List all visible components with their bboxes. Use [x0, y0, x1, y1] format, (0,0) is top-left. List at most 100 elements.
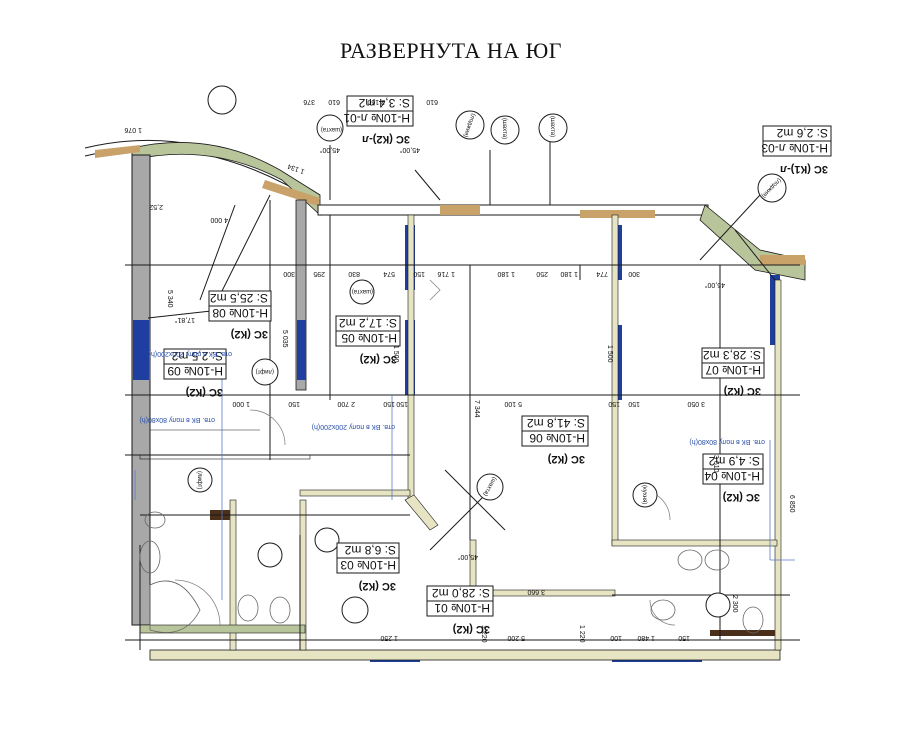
bubble-9 [187, 467, 213, 493]
room-number: Н-10№ 06 [529, 431, 585, 445]
bubble-3 [455, 110, 485, 140]
room-number: Н-10№ л-03 [761, 141, 828, 155]
dim-label: 100 [610, 634, 622, 641]
fixtures [139, 511, 764, 634]
plan-title: РАЗВЕРНУТА НА ЮГ [340, 38, 562, 63]
dim-label: 5 200 [507, 634, 525, 641]
bubble-text: (лифт) [196, 471, 202, 489]
dim-label: 5 035 [281, 330, 288, 348]
room-area: S: 28,3 m2 [703, 348, 761, 362]
dim-label: 150 [288, 400, 300, 407]
dim-label: 150 [678, 634, 690, 641]
dim-label: 1 500 [606, 345, 613, 363]
dim-label: 774 [596, 270, 608, 277]
room-area: S: 17,2 m2 [339, 316, 397, 330]
curved-balcony [84, 139, 321, 216]
dim-label: 150 [608, 400, 620, 407]
room-type: 3С (К2) [359, 353, 397, 365]
room-number: Н-10№ 09 [167, 364, 223, 378]
room-type: 3С (К2)-л [362, 133, 410, 145]
dim-label: 150 [628, 400, 640, 407]
bubble-14 [632, 482, 658, 508]
bubble-15 [705, 592, 731, 618]
dim-label: 574 [383, 270, 395, 277]
room-type: 3С (К2) [722, 491, 760, 503]
bubble-text: (шахта) [549, 116, 555, 137]
dim-label: 830 [348, 270, 360, 277]
room-label-r04: 3С (К2)Н-10№ 04S: 4,9 m2 [702, 453, 764, 503]
room-area: S: 6,8 m2 [344, 543, 396, 557]
dim-label: 2 700 [337, 400, 355, 407]
bubble-7 [349, 279, 375, 305]
dim-label: 150 [413, 270, 425, 277]
room-number: Н-10№ 08 [212, 306, 268, 320]
room-label-r06: 3С (К2)Н-10№ 06S: 41,8 m2 [521, 415, 589, 465]
angle-label: 45,00° [457, 553, 478, 561]
room-label-r03: 3С (К1)-лН-10№ л-03S: 2,6 m2 [761, 125, 832, 175]
room-type: 3С (К2) [358, 580, 396, 592]
bubble-text: (шахта) [352, 288, 373, 294]
dim-label: 1 180 [497, 270, 515, 277]
dim-label: 1 134 [287, 162, 306, 175]
room-area: S: 2,6 m2 [776, 126, 828, 140]
note-text: отв. ВК в полу 80х80(h) [689, 438, 765, 445]
bubble-1 [207, 85, 237, 115]
dim-label: 2 160 [367, 98, 385, 105]
dim-label: 1 220 [480, 625, 487, 643]
room-number: Н-10№ 01 [434, 601, 490, 615]
angle-label: 45,00° [704, 281, 725, 289]
dim-label: 3 660 [527, 588, 545, 595]
dim-label: 2,52 [149, 203, 163, 210]
room-label-r01: 3С (К2)-л Н-10№ л-01S: 3,4 m2 [343, 95, 414, 145]
dim-label: 610 [328, 98, 340, 105]
room-number: Н-10№ 05 [341, 331, 397, 345]
dim-label: 2 300 [731, 595, 738, 613]
room-label-r03b: 3С (К2)Н-10№ 03S: 6,8 m2 [336, 542, 400, 592]
dim-label: 376 [303, 98, 315, 105]
dim-label: 1 716 [437, 270, 455, 277]
room-number: Н-10№ 07 [705, 363, 761, 377]
exterior-walls [131, 154, 806, 662]
room-number: Н-10№ л-01 [343, 111, 410, 125]
bubble-10 [476, 473, 504, 501]
note-lines [134, 350, 795, 600]
bubble-text: (шахта) [321, 126, 342, 132]
dim-label: 300 [283, 270, 295, 277]
dim-label: 150 [396, 400, 408, 407]
bubble-text: (шахта) [501, 118, 507, 139]
note-text: отв. ВК в полу 200х200(h) [312, 423, 395, 430]
bubble-text: (лифт) [256, 368, 274, 374]
room-label-r07: 3С (К2)Н-10№ 07S: 28,3 m2 [701, 347, 765, 397]
room-type: 3С (К2) [452, 623, 490, 635]
bubble-8 [251, 358, 279, 386]
bubble-12 [314, 527, 340, 553]
room-label-r08: 3С (К2)Н-10№ 08S: 25,5 m2 [208, 290, 272, 340]
dim-label: 1 076 [124, 126, 142, 133]
dim-label: 5 100 [504, 400, 522, 407]
dim-label: 3 050 [687, 400, 705, 407]
bubble-text: (кухня) [641, 485, 647, 504]
room-type: 3С (К2) [185, 386, 223, 398]
dim-label: 610 [426, 98, 438, 105]
dim-label: 4 000 [210, 216, 228, 223]
dim-label: 3 610 [712, 455, 719, 473]
grid-lines [125, 200, 800, 650]
dim-label: 1 500 [392, 345, 399, 363]
dim-label: 300 [628, 270, 640, 277]
room-area: S: 2,5 m2 [171, 349, 223, 363]
dim-label: 1 250 [380, 634, 398, 641]
dim-label: 150 [383, 400, 395, 407]
note-text: отв. ВК в полу 80х80(h) [139, 416, 215, 423]
angle-label: 45,00° [399, 146, 420, 154]
label-bubbles [187, 85, 787, 624]
room-area: S: 41,8 m2 [527, 416, 585, 430]
room-label-r01b: 3С (К2)Н-10№ 01S: 28,0 m2 [426, 585, 494, 635]
note-text: отв. ВК в полу 200х200(h) [149, 350, 232, 357]
room-label-r05: 3С (К2) Н-10№ 05S: 17,2 m2 [335, 315, 401, 365]
dim-label: 5 340 [166, 290, 173, 308]
bubble-4 [490, 115, 520, 145]
room-area: S: 25,5 m2 [210, 291, 268, 305]
room-area: S: 3,4 m2 [358, 96, 410, 110]
bubble-6 [757, 173, 787, 203]
